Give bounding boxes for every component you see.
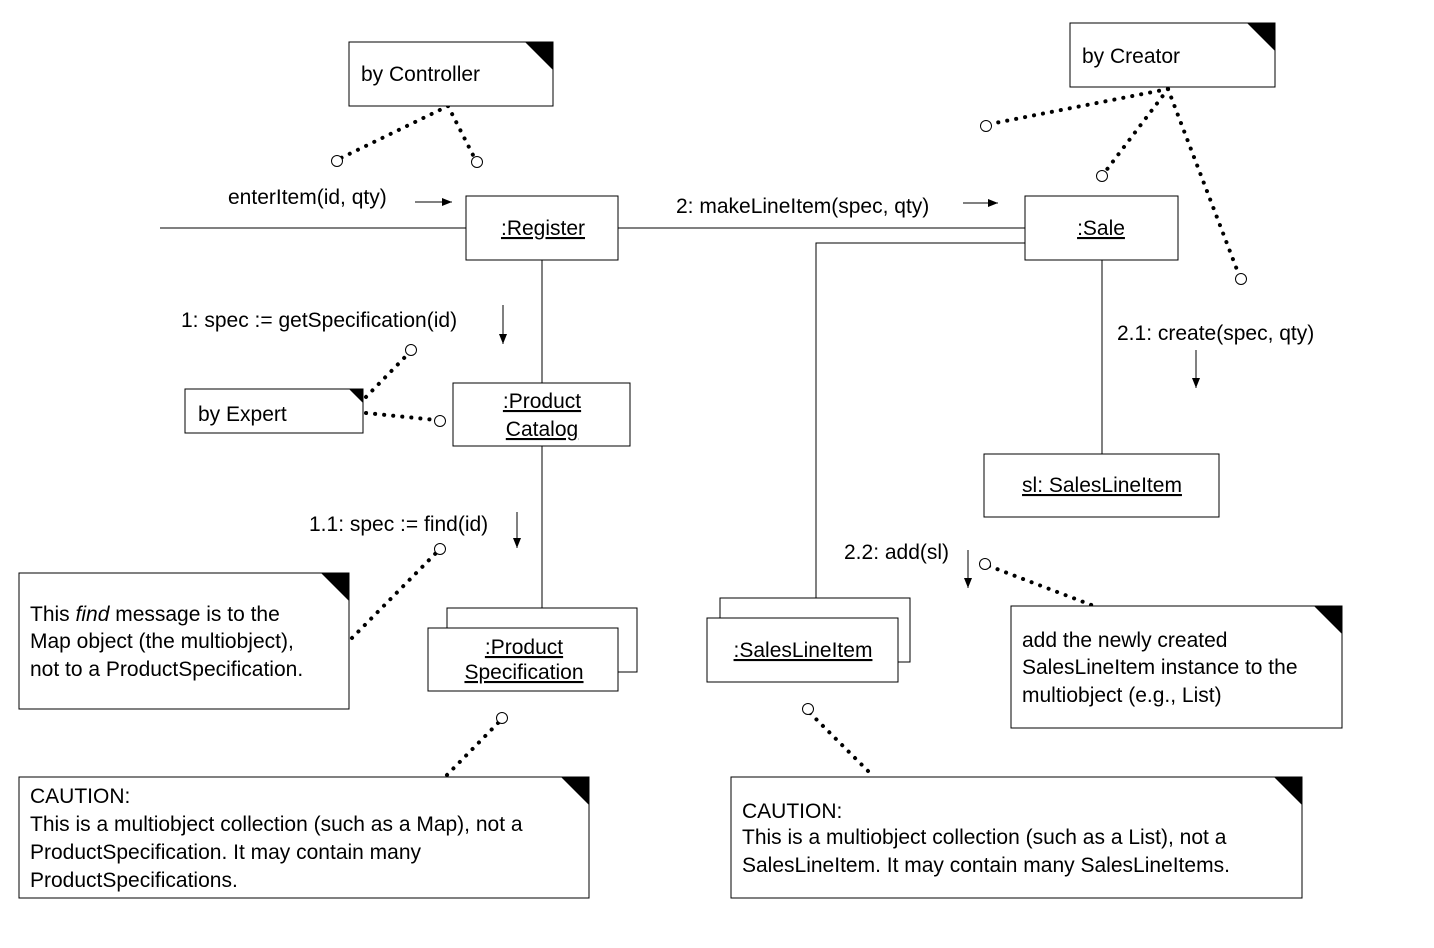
link-sale-saleslineitems	[815, 242, 1025, 598]
object-sl-label: sl: SalesLineItem	[1022, 474, 1182, 497]
msg-enter-item: enterItem(id, qty)	[228, 186, 387, 209]
caution-map-line-2: This is a multiobject collection (such a…	[30, 813, 523, 836]
multiobject-spec-label-1: :Product	[485, 636, 563, 659]
note-connectors	[339, 87, 1241, 779]
ring-icon	[496, 712, 508, 724]
multiobject-spec-label-2: Specification	[464, 661, 583, 684]
note-expert-text: by Expert	[198, 403, 287, 426]
caution-map-line-1: CAUTION:	[30, 785, 130, 808]
note-by-controller: by Controller	[348, 41, 554, 107]
note-add-line-1: add the newly created	[1022, 629, 1227, 652]
object-catalog-label-2: Catalog	[506, 418, 578, 441]
msg-make-line-item: 2: makeLineItem(spec, qty)	[676, 195, 929, 218]
msg-get-specification: 1: spec := getSpecification(id)	[181, 309, 457, 332]
ring-icon	[980, 120, 992, 132]
multiobject-saleslineitem: :SalesLineItem	[706, 597, 911, 683]
note-find-line-2: Map object (the multiobject),	[30, 630, 294, 653]
object-register-label: :Register	[501, 217, 585, 240]
note-find-line-3: not to a ProductSpecification.	[30, 658, 303, 681]
caution-list-line-3: SalesLineItem. It may contain many Sales…	[742, 854, 1230, 877]
note-controller-text: by Controller	[361, 63, 480, 86]
note-find-message: This find message is to the Map object (…	[18, 572, 350, 710]
msg-add: 2.2: add(sl)	[844, 541, 949, 564]
object-sale-label: :Sale	[1077, 217, 1125, 240]
ring-icon	[405, 344, 417, 356]
note-by-creator: by Creator	[1069, 22, 1276, 88]
msg-create: 2.1: create(spec, qty)	[1117, 322, 1314, 345]
object-sl-saleslineitem: sl: SalesLineItem	[983, 453, 1220, 518]
multiobject-sli-label: :SalesLineItem	[734, 639, 873, 662]
ring-icon	[434, 415, 446, 427]
links	[160, 227, 1103, 608]
connector-rings	[331, 120, 1247, 724]
note-add-line-3: multiobject (e.g., List)	[1022, 684, 1222, 707]
ring-icon	[434, 543, 446, 555]
caution-map-line-4: ProductSpecifications.	[30, 869, 238, 892]
note-caution-list: CAUTION: This is a multiobject collectio…	[730, 776, 1303, 899]
ring-icon	[471, 156, 483, 168]
caution-list-line-2: This is a multiobject collection (such a…	[742, 826, 1227, 849]
object-sale: :Sale	[1024, 195, 1179, 261]
note-caution-map: CAUTION: This is a multiobject collectio…	[18, 776, 590, 899]
messages: enterItem(id, qty) 2: makeLineItem(spec,…	[181, 186, 1314, 588]
multiobject-product-specification: :Product Specification	[427, 607, 638, 692]
ring-icon	[1096, 170, 1108, 182]
ring-icon	[1235, 273, 1247, 285]
object-catalog-label-1: :Product	[503, 390, 581, 413]
ring-icon	[802, 703, 814, 715]
note-find-line-1: This find message is to the	[30, 603, 280, 626]
caution-list-line-1: CAUTION:	[742, 800, 842, 823]
note-by-expert: by Expert	[184, 388, 364, 434]
ring-icon	[979, 558, 991, 570]
note-creator-text: by Creator	[1082, 45, 1180, 68]
object-product-catalog: :Product Catalog	[452, 382, 631, 447]
msg-find: 1.1: spec := find(id)	[309, 513, 488, 536]
note-add-line-2: SalesLineItem instance to the	[1022, 656, 1298, 679]
caution-map-line-3: ProductSpecification. It may contain man…	[30, 841, 422, 864]
note-add-instance: add the newly created SalesLineItem inst…	[1010, 605, 1343, 729]
ring-icon	[331, 155, 343, 167]
object-register: :Register	[465, 195, 619, 261]
